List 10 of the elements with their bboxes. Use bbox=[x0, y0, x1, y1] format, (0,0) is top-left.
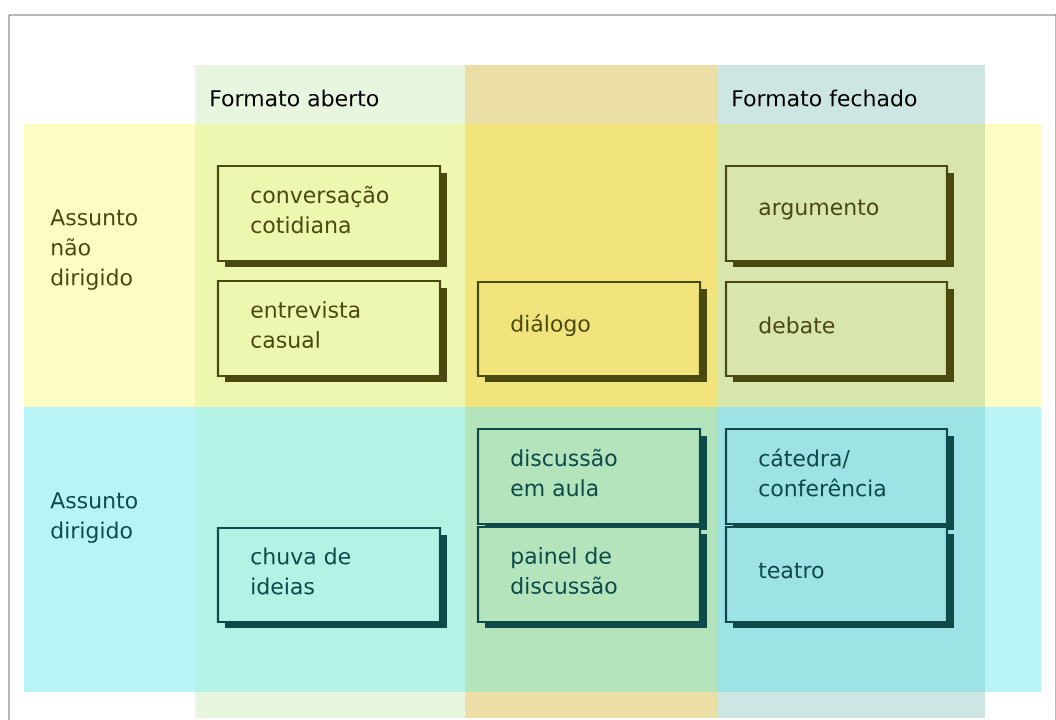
text-box: discussão em aula bbox=[476, 427, 707, 530]
text-box: painel de discussão bbox=[476, 525, 707, 628]
text-box: entrevista casual bbox=[216, 279, 447, 382]
text-box: debate bbox=[724, 280, 954, 382]
text-box: teatro bbox=[724, 525, 954, 628]
text-box: cátedra/ conferência bbox=[724, 427, 954, 530]
text-box: diálogo bbox=[476, 280, 707, 382]
text-box: conversação cotidiana bbox=[216, 164, 447, 267]
text-box: chuva de ideias bbox=[216, 526, 447, 628]
text-box: argumento bbox=[724, 164, 954, 267]
